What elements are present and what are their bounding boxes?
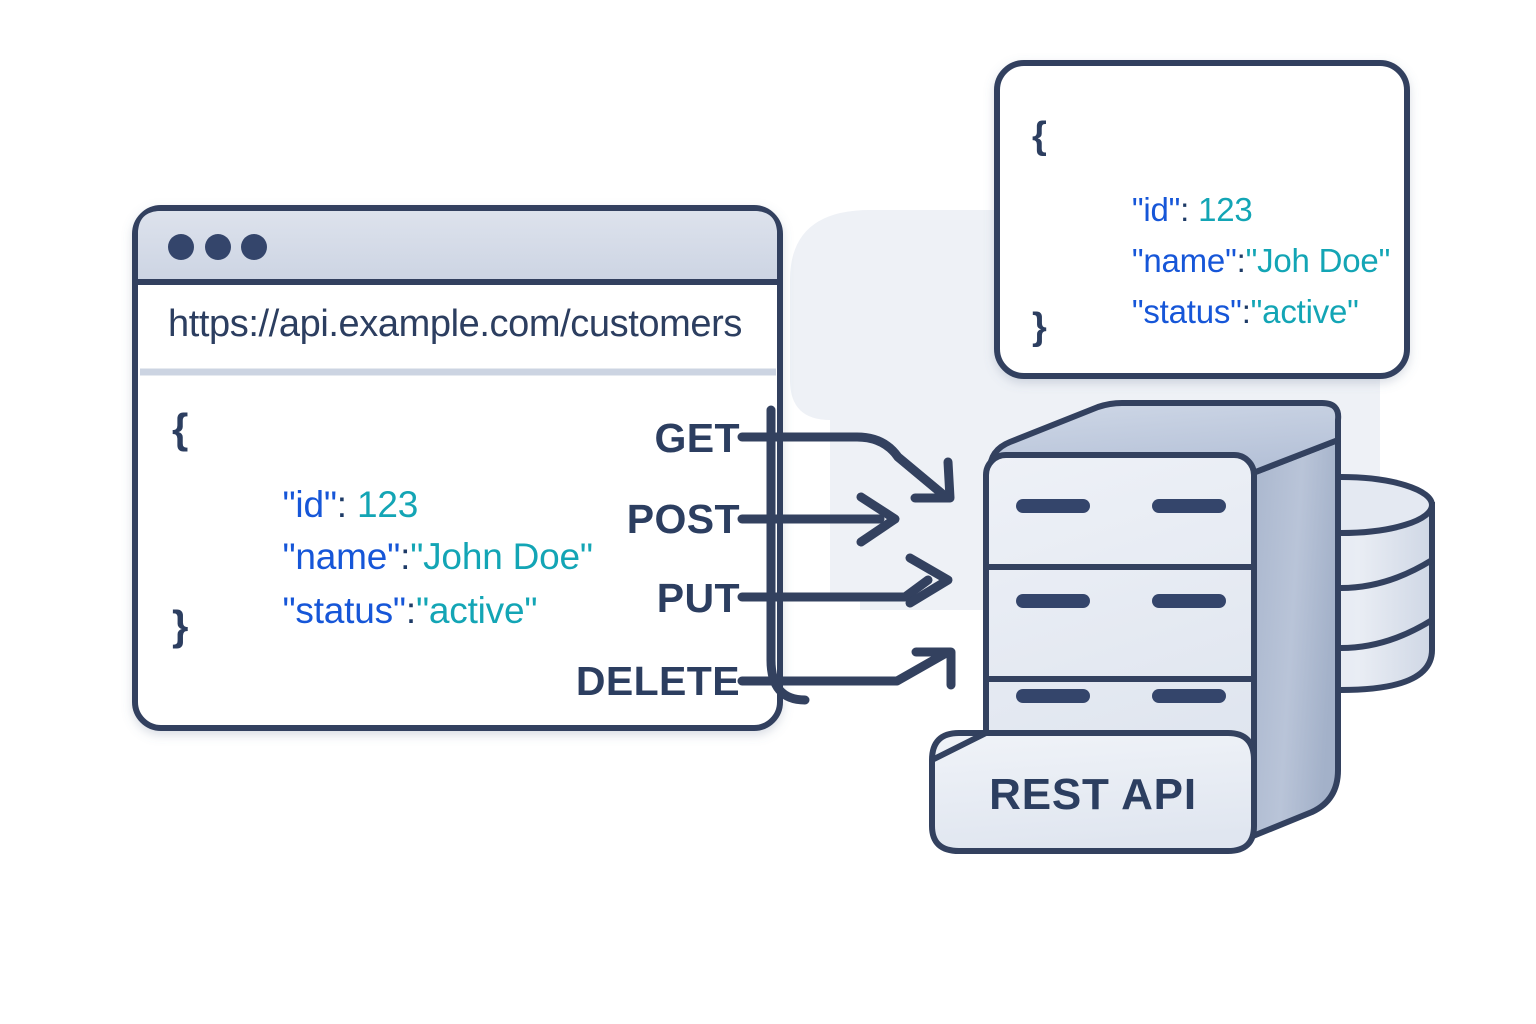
vent-1a xyxy=(1016,499,1090,513)
json-key: "status" xyxy=(282,590,406,631)
vent-2b xyxy=(1152,594,1226,608)
server-label-text: REST API xyxy=(989,770,1197,819)
json-value: "Joh Doe" xyxy=(1245,242,1391,279)
method-label-put[interactable]: PUT xyxy=(656,575,740,621)
json-separator: : xyxy=(405,590,416,631)
vent-2a xyxy=(1016,594,1090,608)
response-card[interactable] xyxy=(994,60,1410,379)
json-value: "active" xyxy=(1250,293,1359,330)
vent-3a xyxy=(1016,689,1090,703)
json-close-brace: } xyxy=(172,602,189,649)
arrow-put xyxy=(737,553,953,608)
method-label-delete[interactable]: DELETE xyxy=(575,658,740,704)
address-bar-url[interactable]: https://api.example.com/customers xyxy=(168,303,742,345)
dot-minimize-icon[interactable] xyxy=(205,234,231,260)
browser-window[interactable] xyxy=(132,205,783,731)
window-controls[interactable] xyxy=(168,234,267,260)
json-row: "id": 123 xyxy=(222,449,418,560)
json-open-brace: { xyxy=(172,405,189,452)
arrow-get xyxy=(737,432,955,503)
json-separator: : xyxy=(1236,242,1246,279)
json-value: 123 xyxy=(1198,191,1253,228)
json-row: "name":"Joh Doe" xyxy=(1078,211,1390,310)
method-label-get[interactable]: GET xyxy=(654,415,740,461)
json-row: "status":"active" xyxy=(1078,262,1359,361)
server-vents xyxy=(1016,499,1226,703)
json-key: "name" xyxy=(282,536,401,577)
json-separator: : xyxy=(1241,293,1251,330)
json-separator: : xyxy=(1180,191,1190,228)
json-row: "status":"active" xyxy=(222,555,537,666)
server-side-face xyxy=(1250,437,1341,839)
method-arrows xyxy=(737,405,956,705)
json-key: "id" xyxy=(282,484,337,525)
dot-close-icon[interactable] xyxy=(168,234,194,260)
arrow-delete xyxy=(737,647,956,690)
json-value: "John Doe" xyxy=(410,536,593,577)
json-key: "status" xyxy=(1131,293,1242,330)
arrow-post xyxy=(737,492,900,547)
json-open-brace: { xyxy=(1032,115,1047,157)
arrow-bus-line xyxy=(766,405,810,705)
server-label-plate xyxy=(929,730,1257,854)
json-key: "name" xyxy=(1131,242,1237,279)
json-row: "name":"John Doe" xyxy=(222,501,593,612)
json-close-brace: } xyxy=(1032,306,1047,348)
browser-titlebar xyxy=(138,211,777,282)
vent-1b xyxy=(1152,499,1226,513)
json-separator: : xyxy=(400,536,411,577)
json-value: "active" xyxy=(415,590,538,631)
server-rack[interactable] xyxy=(929,400,1342,854)
method-label-post[interactable]: POST xyxy=(626,496,740,542)
json-row: "id": 123 xyxy=(1078,160,1253,259)
dot-maximize-icon[interactable] xyxy=(241,234,267,260)
vent-3b xyxy=(1152,689,1226,703)
json-separator: : xyxy=(336,484,347,525)
json-value: 123 xyxy=(356,484,419,525)
json-key: "id" xyxy=(1131,191,1181,228)
